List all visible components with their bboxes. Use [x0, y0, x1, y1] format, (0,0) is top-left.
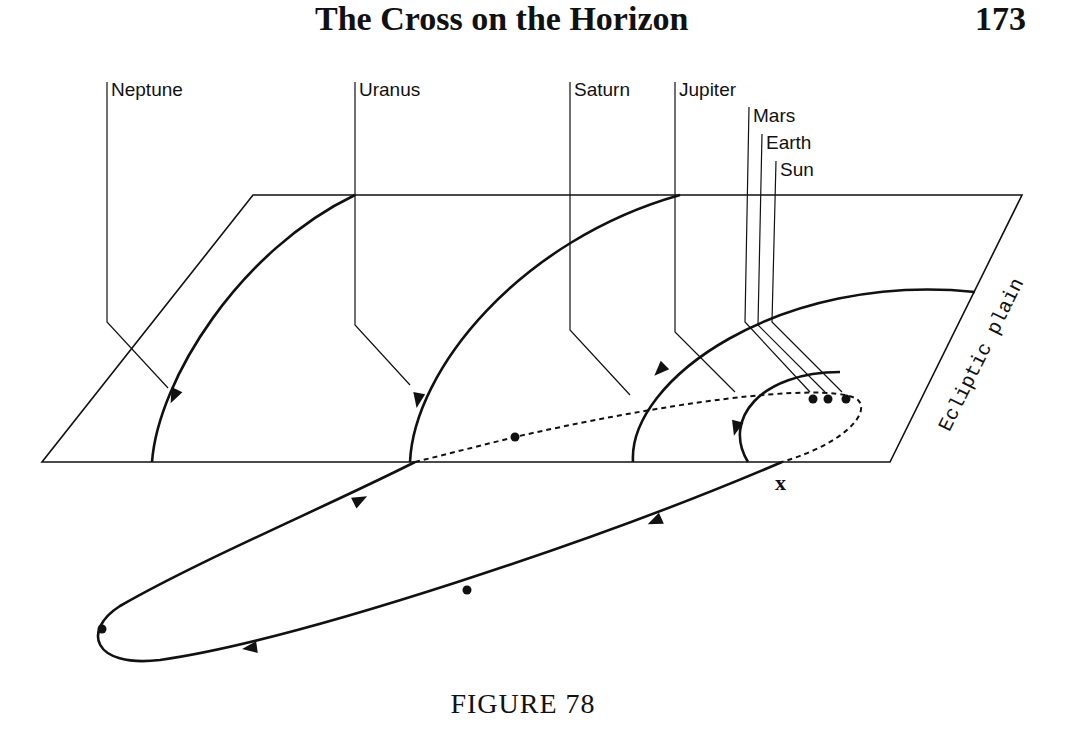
planet-name: Sun: [780, 160, 814, 179]
figure-caption: FIGURE 78: [450, 690, 595, 718]
leader-line: [355, 82, 410, 385]
arrowhead: [650, 361, 669, 380]
comet-orbit: [98, 462, 782, 661]
planet-name: Earth: [766, 133, 811, 152]
comet-dot: [98, 625, 107, 634]
crossing-mark: x: [775, 472, 786, 494]
leader-line: [772, 161, 842, 392]
comet-dot: [463, 586, 472, 595]
planet-name: Neptune: [111, 80, 183, 99]
jupiter-orbit: [740, 372, 840, 462]
planet-name: Saturn: [574, 80, 630, 99]
neptune-orbit: [152, 195, 355, 462]
arrowhead: [645, 513, 664, 530]
arrowhead: [165, 387, 182, 406]
comet-dot: [511, 433, 520, 442]
leader-line: [758, 134, 825, 392]
leader-line: [675, 82, 735, 392]
arrowhead: [411, 392, 425, 409]
planet-name: Uranus: [359, 80, 420, 99]
arrowhead: [241, 641, 258, 655]
leader-line: [107, 82, 168, 388]
planet-name: Jupiter: [679, 80, 736, 99]
plane-label: Ecliptic plain: [936, 275, 1028, 434]
planet-name: Mars: [753, 106, 795, 125]
comet-orbit-hidden: [415, 393, 861, 462]
arrowhead: [351, 491, 370, 509]
ecliptic-plane: [42, 195, 1022, 462]
running-head: The Cross on the Horizon: [315, 2, 688, 36]
sun-dot: [842, 395, 851, 404]
earth-dot: [824, 395, 833, 404]
mars-dot: [809, 395, 818, 404]
arrowhead: [728, 420, 743, 438]
leader-line: [570, 82, 630, 395]
saturn-orbit: [633, 290, 975, 462]
uranus-orbit: [410, 195, 680, 462]
page-number: 173: [975, 2, 1026, 36]
